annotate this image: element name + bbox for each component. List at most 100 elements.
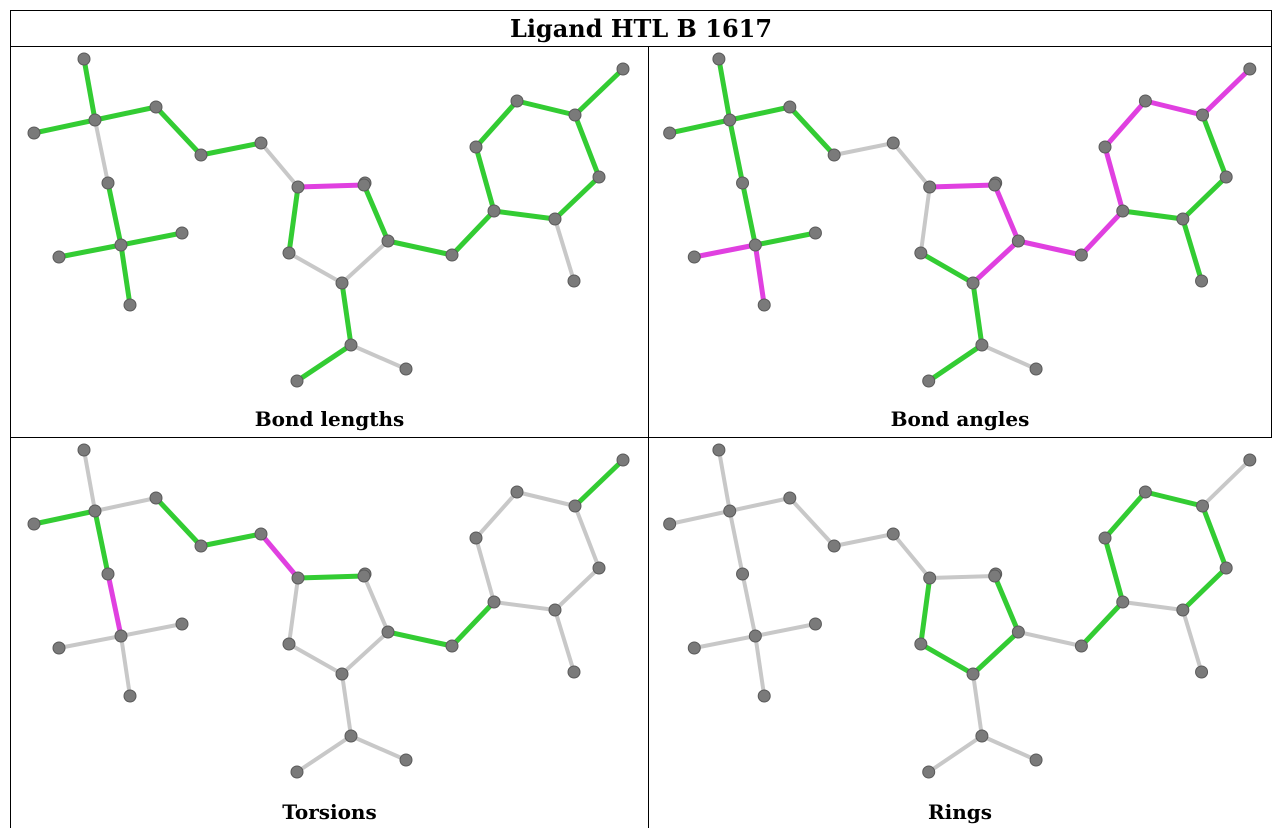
atom — [175, 226, 189, 240]
molecule-torsions — [27, 443, 630, 779]
atom — [114, 629, 128, 643]
atom — [757, 298, 771, 312]
bond — [971, 672, 984, 738]
atom — [592, 170, 606, 184]
atom — [568, 499, 582, 513]
bond — [362, 574, 390, 634]
bond — [339, 280, 354, 348]
bond — [105, 180, 124, 248]
bond — [92, 508, 111, 577]
atom — [27, 126, 41, 140]
atom — [966, 667, 980, 681]
atom — [1195, 274, 1209, 288]
atom — [808, 617, 822, 631]
bond — [1200, 112, 1229, 180]
atom — [357, 178, 371, 192]
atom — [757, 689, 771, 703]
bond — [349, 734, 408, 762]
bond — [119, 622, 184, 638]
bond — [118, 242, 133, 308]
bond — [787, 496, 837, 548]
atom — [712, 443, 726, 457]
bond — [572, 457, 626, 509]
bond — [727, 117, 746, 186]
atom — [923, 180, 937, 194]
atom — [1219, 561, 1233, 575]
atom — [194, 539, 208, 553]
bond — [1078, 208, 1126, 258]
bond — [198, 140, 264, 158]
atom — [748, 238, 762, 252]
atom — [1195, 665, 1209, 679]
bond — [1016, 630, 1084, 648]
bond — [1200, 66, 1253, 118]
atom — [748, 629, 762, 643]
atom — [77, 443, 91, 457]
bond — [727, 104, 793, 123]
atom — [736, 176, 750, 190]
bond — [787, 104, 837, 158]
atom — [510, 94, 524, 108]
atom — [344, 729, 358, 743]
bond — [340, 672, 353, 738]
atom — [291, 571, 305, 585]
panel-rings: Rings — [649, 438, 1271, 828]
bond — [926, 342, 985, 384]
atom — [291, 180, 305, 194]
bond — [752, 242, 767, 308]
atom — [687, 250, 701, 264]
atom — [1243, 62, 1257, 76]
atom — [886, 136, 900, 150]
atom — [1029, 753, 1043, 767]
atom — [254, 527, 268, 541]
atom — [548, 603, 562, 617]
atom — [1176, 212, 1190, 226]
grid-line-center — [10, 437, 1272, 438]
atom — [914, 637, 928, 651]
atom — [1243, 453, 1257, 467]
bond — [340, 630, 390, 676]
bond — [926, 734, 984, 774]
bond — [349, 343, 408, 371]
atom — [975, 729, 989, 743]
atom — [548, 212, 562, 226]
bond — [449, 599, 497, 649]
bond — [295, 182, 367, 190]
atom — [1098, 140, 1112, 154]
atom — [101, 176, 115, 190]
bond — [56, 242, 124, 260]
panel-torsions: Torsions — [11, 438, 648, 828]
grid-line-right — [1271, 46, 1272, 438]
atom — [827, 148, 841, 162]
bond — [979, 734, 1039, 762]
panel-caption: Torsions — [282, 800, 377, 824]
bond — [1102, 535, 1126, 605]
atom — [88, 504, 102, 518]
bond — [385, 629, 455, 649]
atom — [783, 491, 797, 505]
atom — [1116, 595, 1130, 609]
bond — [918, 250, 976, 286]
bond — [572, 66, 626, 118]
atom — [1138, 485, 1152, 499]
bond — [92, 104, 159, 123]
bond — [1180, 216, 1205, 284]
bond — [153, 495, 204, 549]
atom — [254, 136, 268, 150]
bond — [81, 56, 98, 123]
bond — [1142, 489, 1206, 509]
atom — [381, 234, 395, 248]
atom — [988, 569, 1002, 583]
atom — [101, 567, 115, 581]
atom — [975, 338, 989, 352]
bond — [57, 634, 123, 650]
atom — [886, 527, 900, 541]
bond — [258, 531, 301, 581]
bond — [473, 98, 520, 150]
bond — [832, 141, 896, 157]
atom — [77, 52, 91, 66]
atom — [487, 595, 501, 609]
atom — [27, 517, 41, 531]
bond — [918, 185, 932, 255]
